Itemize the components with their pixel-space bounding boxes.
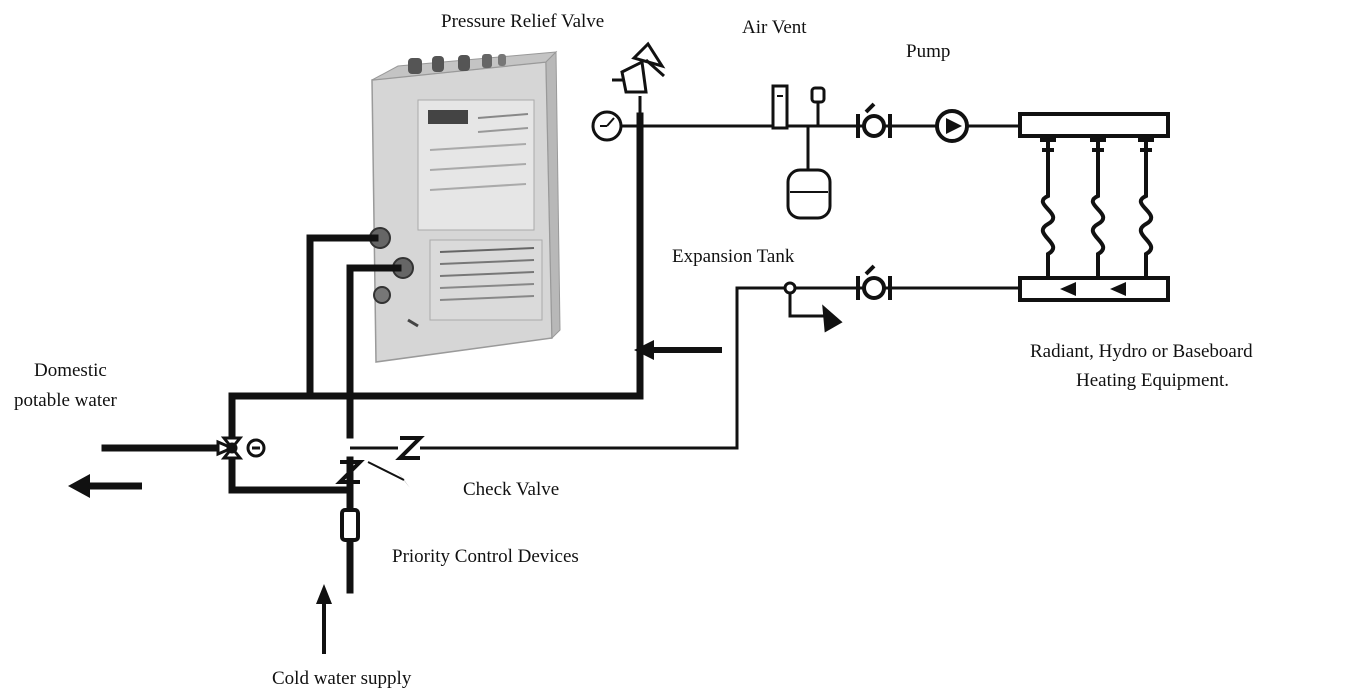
check-valve-pointer-head [396,470,410,488]
air-vent-icon [771,84,826,130]
isolation-valve-icon [856,264,892,300]
isolation-valve-icon [856,102,892,138]
label-pump: Pump [906,41,950,62]
label-domestic-line1: Domestic [34,360,107,381]
expansion-tank-icon [786,168,832,220]
pressure-gauge-icon [591,110,640,142]
label-pressure-relief-valve: Pressure Relief Valve [441,11,604,32]
label-expansion-tank: Expansion Tank [672,246,795,267]
mixing-valve-icon [216,436,266,460]
label-heating-equipment-line1: Radiant, Hydro or Baseboard [1030,341,1253,362]
check-valve-icon [395,436,425,460]
radiator-icon [1018,112,1170,302]
water-heater-icon [369,50,561,363]
relief-valve-icon [612,41,666,116]
priority-control-device-icon [340,508,360,542]
label-check-valve: Check Valve [463,479,559,500]
label-priority-control-devices: Priority Control Devices [392,546,579,567]
flow-arrow-icon [634,340,722,360]
flow-arrow-icon [316,584,332,654]
thick-pipes [101,112,644,594]
label-cold-water-supply: Cold water supply [272,668,412,689]
flow-arrow-icon [68,474,142,498]
pump-icon [935,109,969,143]
check-valve-pointer [367,461,405,481]
check-valve-icon [335,460,365,484]
label-heating-equipment-line2: Heating Equipment. [1076,370,1229,391]
label-air-vent: Air Vent [742,17,807,38]
drain-valve-icon [783,281,843,333]
label-domestic-line2: potable water [14,390,118,411]
